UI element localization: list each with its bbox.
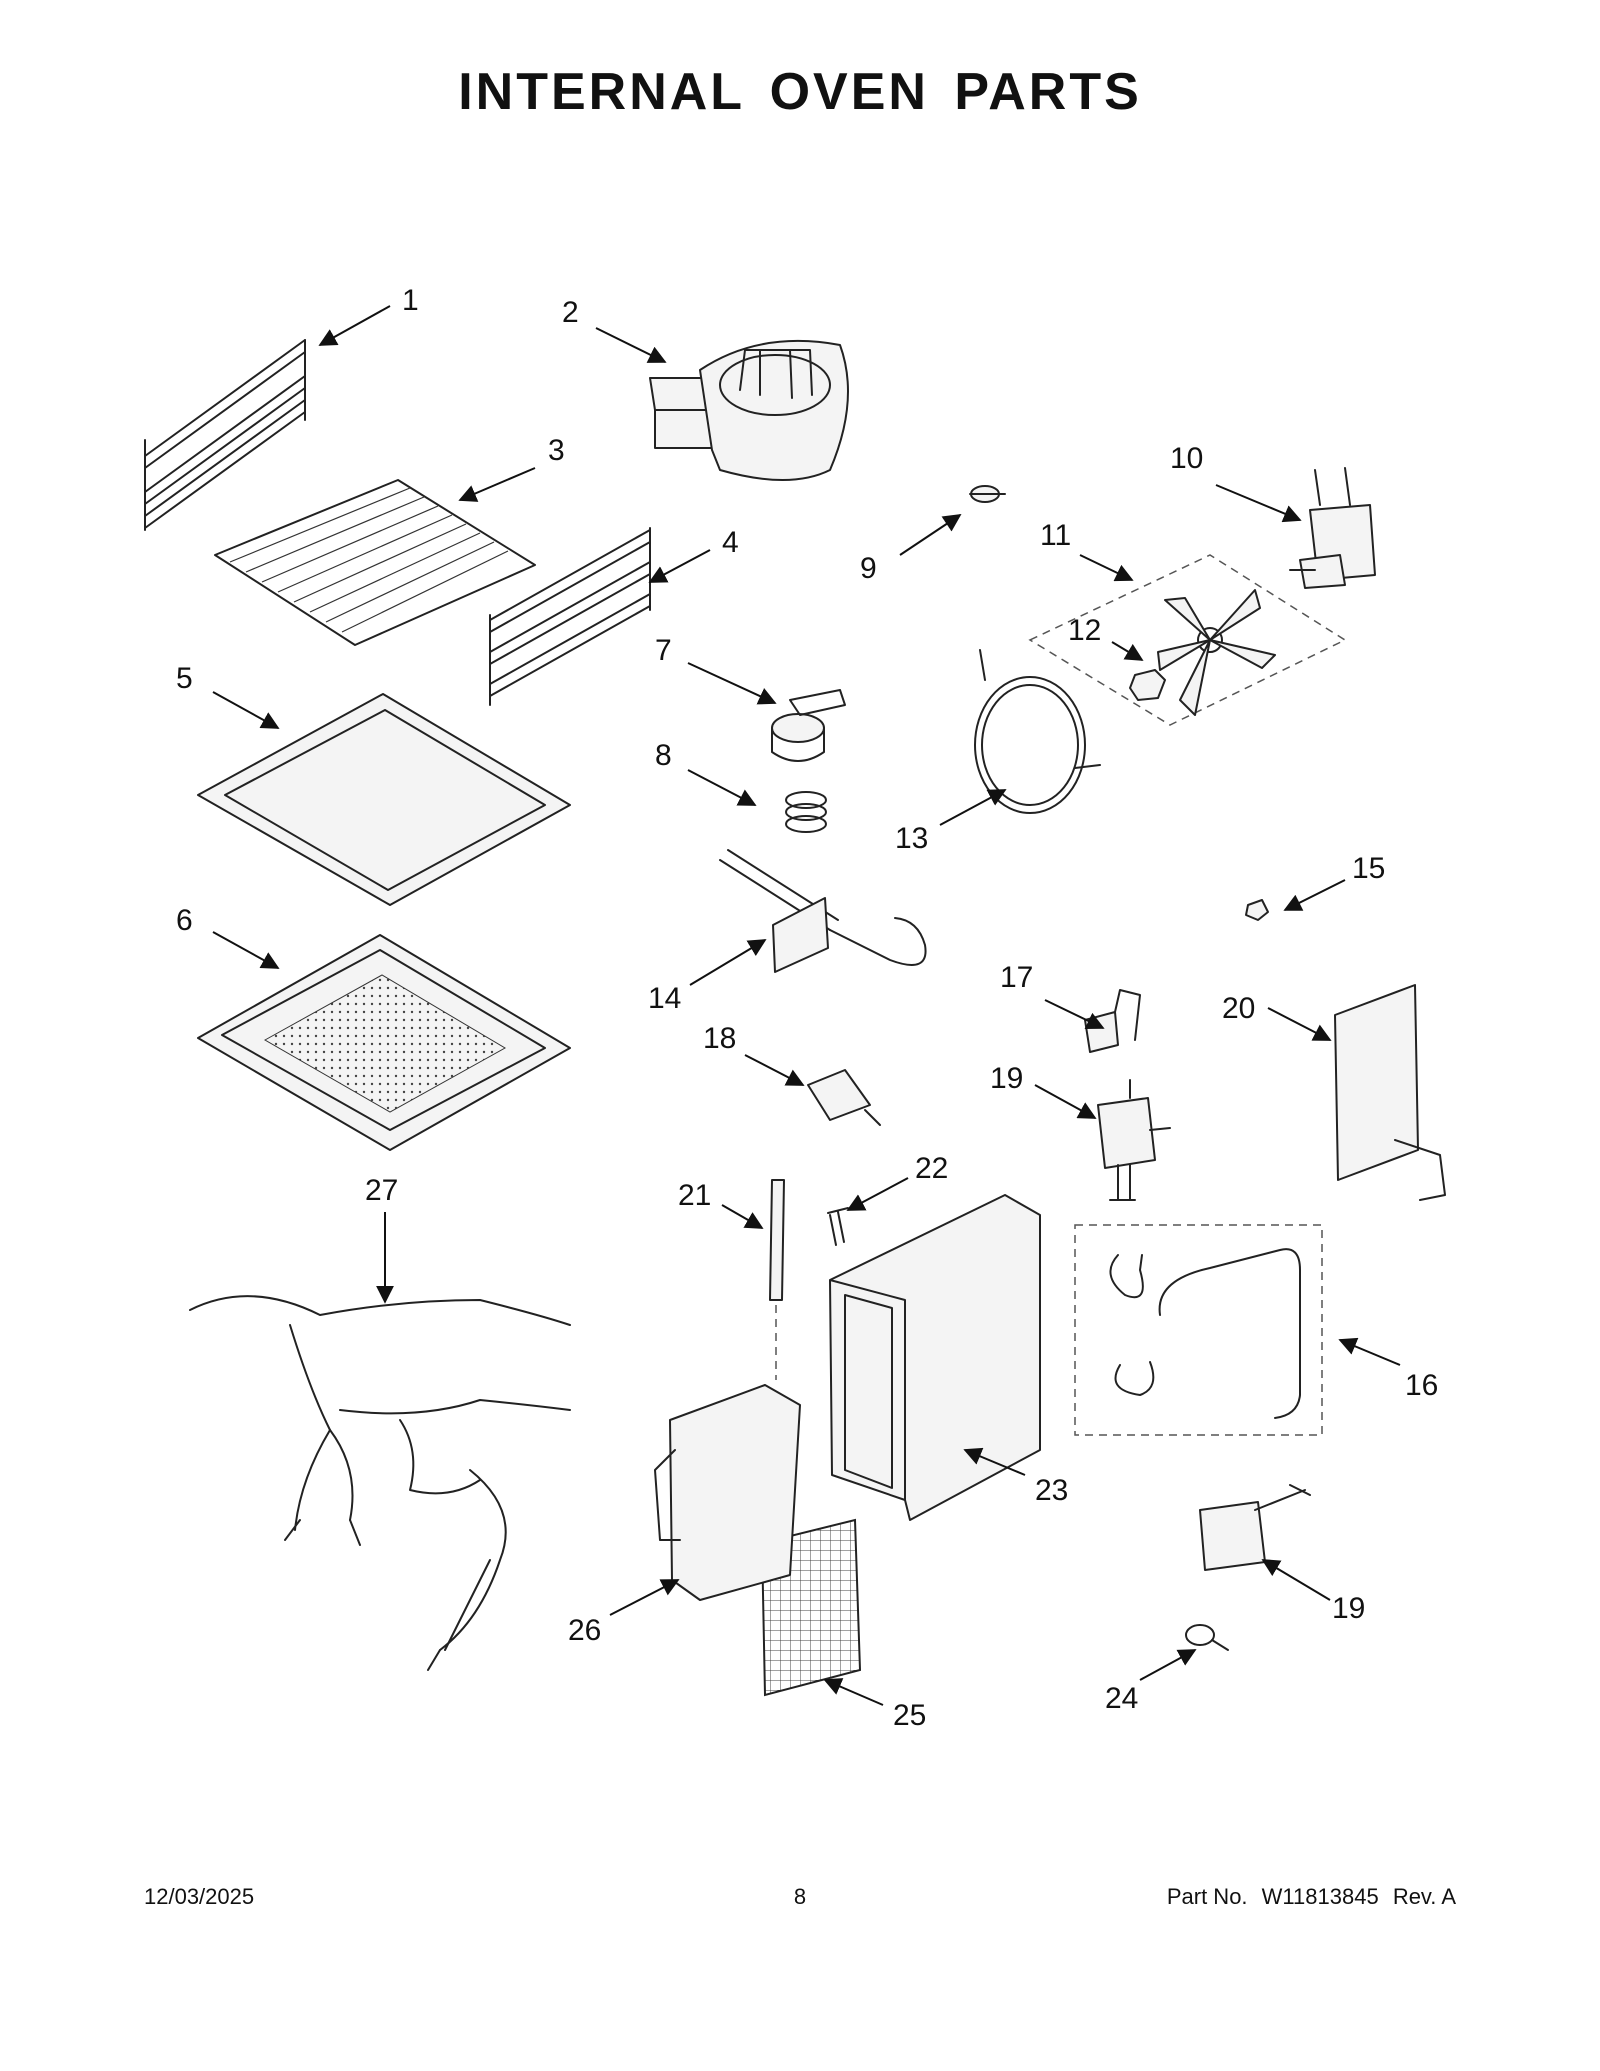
callout-9: 9 <box>860 552 877 585</box>
callout-19a: 19 <box>990 1062 1023 1095</box>
callout-24: 24 <box>1105 1682 1138 1715</box>
part-21-overflow-tube <box>769 1179 785 1380</box>
part-19-water-pump-lower <box>1199 1484 1311 1571</box>
part-3-oven-rack <box>214 479 536 646</box>
part-27-wire-harness <box>189 1295 571 1671</box>
footer-date: 12/03/2025 <box>144 1884 255 1909</box>
page-title: INTERNAL OVEN PARTS <box>458 63 1142 121</box>
callout-1: 1 <box>402 284 419 317</box>
part-9-thermal-cutoff <box>969 485 1006 503</box>
part-12-fan-nut <box>1129 669 1166 701</box>
callout-27: 27 <box>365 1174 398 1207</box>
callout-18: 18 <box>703 1022 736 1055</box>
part-26-water-tank <box>654 1384 801 1601</box>
part-5-drip-tray <box>197 693 571 906</box>
part-18-door-switch <box>807 1069 881 1126</box>
callout-leader-lines <box>212 305 1401 1706</box>
callout-20: 20 <box>1222 992 1255 1025</box>
callout-25: 25 <box>893 1699 926 1732</box>
part-20-generator-housing <box>1334 984 1446 1201</box>
callout-10: 10 <box>1170 442 1203 475</box>
callout-17: 17 <box>1000 961 1033 994</box>
part-10-convection-motor <box>1289 467 1376 589</box>
callout-8: 8 <box>655 739 672 772</box>
callout-12: 12 <box>1068 614 1101 647</box>
part-13-convection-element <box>974 649 1101 814</box>
part-6-steam-pan <box>197 934 571 1151</box>
part-7-motor-coupler <box>771 689 846 762</box>
callout-21: 21 <box>678 1179 711 1212</box>
part-24-hose-clamp <box>1185 1624 1229 1651</box>
part-19-water-pump-upper <box>1097 1079 1171 1201</box>
callout-labels: 1 2 3 4 5 6 7 8 9 10 11 12 13 14 15 16 1… <box>176 284 1438 1732</box>
part-4-rack-guide-right <box>489 527 651 706</box>
callout-14: 14 <box>648 982 681 1015</box>
callout-16: 16 <box>1405 1369 1438 1402</box>
callout-7: 7 <box>655 634 672 667</box>
callout-2: 2 <box>562 296 579 329</box>
callout-22: 22 <box>915 1152 948 1185</box>
callout-19b: 19 <box>1332 1592 1365 1625</box>
revision-label: Rev. A <box>1392 1884 1456 1909</box>
part-17-fitting <box>1084 989 1141 1053</box>
callout-15: 15 <box>1352 852 1385 885</box>
callout-26: 26 <box>568 1614 601 1647</box>
part-number-value: W11813845 <box>1261 1884 1379 1909</box>
callout-11: 11 <box>1040 519 1071 552</box>
callout-6: 6 <box>176 904 193 937</box>
part-15-plug <box>1245 899 1269 921</box>
part-1-rack-guide-left <box>144 339 306 531</box>
part-8-spring <box>785 791 827 833</box>
callout-23: 23 <box>1035 1474 1068 1507</box>
callout-4: 4 <box>722 526 739 559</box>
callout-3: 3 <box>548 434 565 467</box>
part-16-water-tubes <box>1074 1224 1323 1436</box>
part-2-cooling-blower <box>649 339 849 481</box>
part-23-reservoir-housing <box>829 1194 1041 1521</box>
footer-part-number: Part No. W11813845 Rev. A <box>1159 1884 1456 1910</box>
part-22-clip <box>827 1207 849 1246</box>
footer-page-number: 8 <box>793 1884 807 1909</box>
part-11-convection-fan <box>1028 554 1347 726</box>
callout-5: 5 <box>176 662 193 695</box>
callout-13: 13 <box>895 822 928 855</box>
part-number-label: Part No. <box>1166 1884 1248 1909</box>
part-14-steam-heater-tube <box>719 849 927 973</box>
